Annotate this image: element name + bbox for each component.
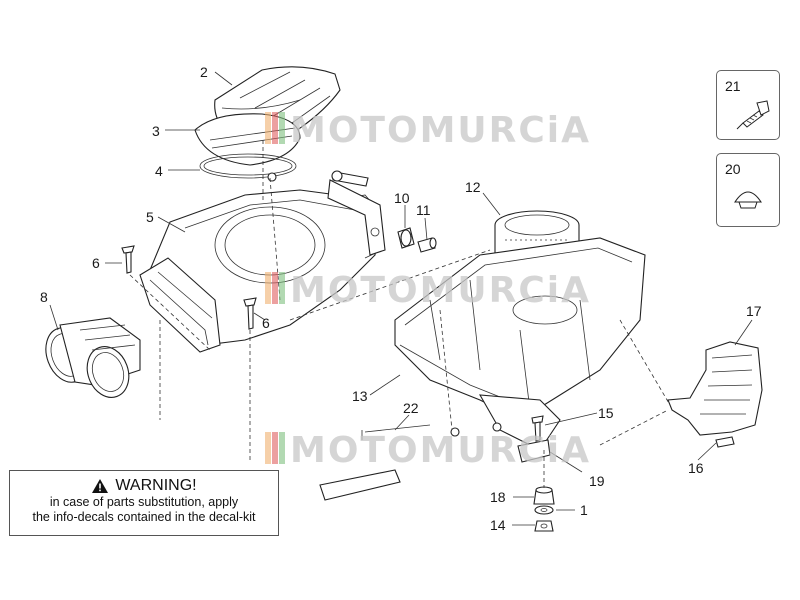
part-label-21: 21	[725, 78, 741, 94]
part-5-airbox-frame	[139, 189, 383, 353]
part-label-18: 18	[490, 489, 506, 505]
warning-box: WARNING! in case of parts substitution, …	[9, 470, 279, 536]
watermark-top: MOTOMURCiA	[265, 110, 591, 151]
part-8-intake-sleeves	[45, 317, 141, 398]
part-labels: 2 3 4 5 6 6 8 10 11 12 13 22 15 19 18 1 …	[40, 64, 762, 533]
part-label-11: 11	[416, 202, 431, 218]
part-label-1: 1	[580, 502, 588, 518]
part-6-screw-right	[243, 297, 257, 330]
part-10-grommet	[397, 227, 415, 249]
watermark-middle: MOTOMURCiA	[265, 270, 591, 311]
screw-icon: 21	[725, 78, 770, 130]
warning-triangle-icon	[92, 479, 109, 493]
part-1-washer	[534, 505, 554, 515]
part-label-13: 13	[352, 388, 368, 404]
part-label-8: 8	[40, 289, 48, 305]
svg-text:MOTOMURCiA: MOTOMURCiA	[290, 110, 591, 151]
part-18-rubber-mount	[533, 486, 555, 505]
inset-part-20: 20	[716, 153, 780, 227]
part-label-5: 5	[146, 209, 154, 225]
warning-title: WARNING!	[115, 477, 197, 494]
part-16-screw	[715, 436, 735, 448]
bracket-stud	[327, 170, 386, 256]
part-label-20: 20	[725, 161, 741, 177]
part-label-2: 2	[200, 64, 208, 80]
watermarks: MOTOMURCiA MOTOMURCiA MOTOMURCiA	[265, 110, 591, 471]
part-label-14: 14	[490, 517, 506, 533]
svg-text:MOTOMURCiA: MOTOMURCiA	[290, 430, 591, 471]
part-label-4: 4	[155, 163, 163, 179]
warning-heading: WARNING!	[10, 477, 278, 495]
part-11-spacer	[417, 237, 437, 253]
leader-lines	[49, 71, 753, 526]
svg-text:MOTOMURCiA: MOTOMURCiA	[290, 270, 591, 311]
part-label-17: 17	[746, 303, 762, 319]
part-15-screw	[531, 415, 544, 442]
part-label-10: 10	[394, 190, 410, 206]
part-6-screw-left	[121, 245, 135, 274]
part-14-nut	[534, 520, 554, 532]
watermark-bottom: MOTOMURCiA	[265, 430, 591, 471]
part-19-clip	[517, 439, 551, 463]
plug-icon: 20	[725, 161, 763, 209]
part-label-6-left: 6	[92, 255, 100, 271]
inset-part-21: 21	[716, 70, 780, 140]
part-label-16: 16	[688, 460, 704, 476]
warning-line-1: in case of parts substitution, apply	[49, 495, 239, 509]
part-label-15: 15	[598, 405, 614, 421]
part-label-6-right: 6	[262, 315, 270, 331]
part-label-3: 3	[152, 123, 160, 139]
part-22-decal	[319, 424, 431, 501]
warning-line-2: the info-decals contained in the decal-k…	[32, 510, 256, 524]
part-17-side-bracket	[667, 341, 763, 436]
part-label-19: 19	[589, 473, 605, 489]
part-label-12: 12	[465, 179, 481, 195]
part-label-22: 22	[403, 400, 419, 416]
